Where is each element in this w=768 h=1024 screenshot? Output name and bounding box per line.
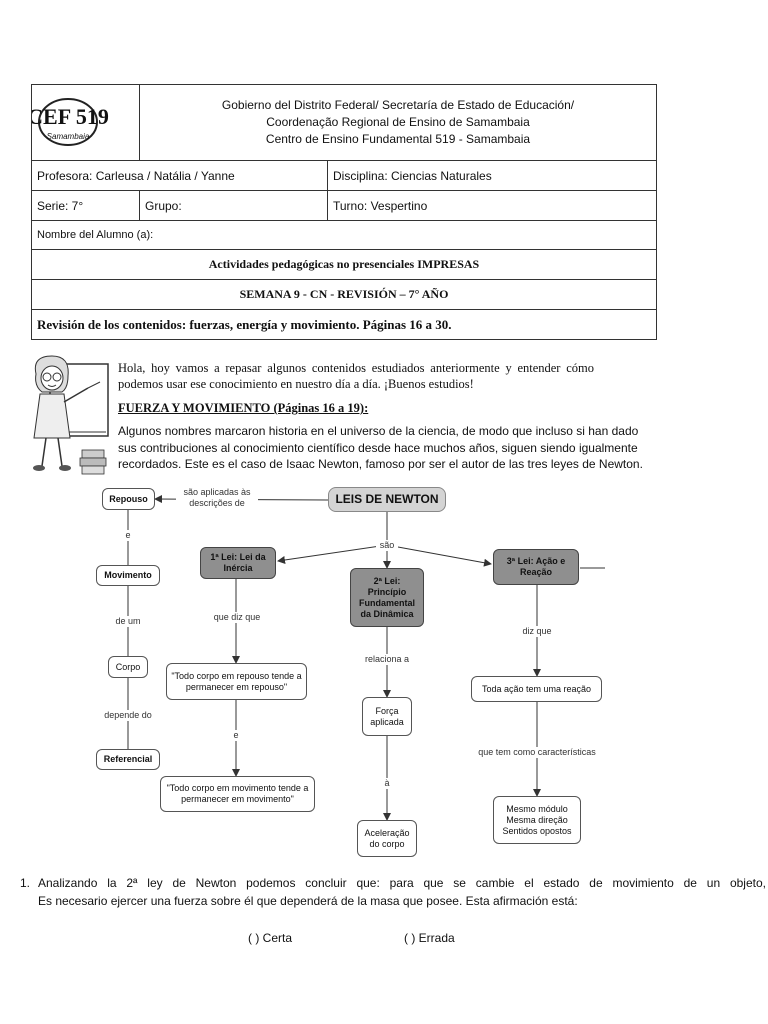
intro-greeting: Hola, hoy vamos a repasar algunos conten…: [118, 361, 594, 391]
label-relaciona: relaciona a: [356, 654, 418, 665]
logo-sub: Samambaia: [47, 132, 90, 141]
quote2-node: "Todo corpo em movimento tende a permane…: [160, 776, 315, 812]
series-cell: Serie: 7°: [31, 190, 140, 221]
paragraph-line: recordados. Este es el caso de Isaac New…: [118, 457, 643, 471]
institution-line: Gobierno del Distrito Federal/ Secretarí…: [221, 98, 575, 112]
aceleracao-node: Aceleração do corpo: [357, 820, 417, 857]
referencial-node: Referencial: [96, 749, 160, 770]
label-depende: depende do: [96, 710, 160, 721]
label-e-2: e: [230, 730, 242, 741]
school-logo: CEF 519 Samambaia: [27, 98, 109, 146]
map-title-node: LEIS DE NEWTON: [328, 487, 446, 512]
caracteristicas-node: Mesmo módulo Mesma direção Sentidos opos…: [493, 796, 581, 844]
question-number: 1.: [20, 876, 31, 890]
acao-node: Toda ação tem uma reação: [471, 676, 602, 702]
law1-node: 1ª Lei: Lei da Inércia: [200, 547, 276, 579]
question-line2: Es necesario ejercer una fuerza sobre él…: [38, 894, 578, 908]
option-certa[interactable]: ( ) Certa: [248, 931, 293, 945]
question-line1: Analizando la 2ª ley de Newton podemos c…: [38, 876, 766, 890]
corpo-node: Corpo: [108, 656, 148, 678]
label-e: e: [122, 530, 134, 541]
institution-line: Centro de Ensino Fundamental 519 - Samam…: [265, 132, 531, 146]
group-cell: Grupo:: [139, 190, 328, 221]
law3-node: 3ª Lei: Ação e Reação: [493, 549, 579, 585]
header-table: CEF 519 Samambaia Gobierno del Distrito …: [27, 84, 658, 340]
teacher-illustration: [33, 355, 109, 475]
institution-line: Coordenação Regional de Ensino de Samamb…: [266, 115, 530, 129]
logo-text: CEF 519: [32, 104, 109, 129]
quote1-node: "Todo corpo em repouso tende a permanece…: [166, 663, 307, 700]
logo-cell: CEF 519 Samambaia: [27, 84, 140, 161]
label-diz-que-3: diz que: [515, 626, 559, 637]
label-caracteristicas: que tem como características: [470, 747, 604, 758]
law2-node: 2ª Lei: Princípio Fundamental da Dinâmic…: [350, 568, 424, 627]
forca-node: Força aplicada: [362, 697, 412, 736]
intro-paragraph: Algunos nombres marcaron historia en el …: [118, 423, 678, 473]
label-diz-que-1: que diz que: [206, 612, 268, 623]
movimento-node: Movimento: [96, 565, 160, 586]
review-cell: Revisión de los contenidos: fuerzas, ene…: [30, 309, 658, 340]
shift-cell: Turno: Vespertino: [326, 190, 658, 221]
paragraph-line: Algunos nombres marcaron historia en el …: [118, 424, 639, 438]
section-title: FUERZA Y MOVIMIENTO (Páginas 16 a 19):: [118, 401, 369, 415]
activities-cell: Actividades pedagógicas no presenciales …: [30, 249, 658, 280]
label-sao: são: [376, 540, 398, 551]
option-errada[interactable]: ( ) Errada: [404, 931, 455, 945]
repouso-node: Repouso: [102, 488, 155, 510]
label-aplicadas: são aplicadas às descrições de: [176, 487, 258, 509]
discipline-cell: Disciplina: Ciencias Naturales: [326, 160, 658, 191]
institution-cell: Gobierno del Distrito Federal/ Secretarí…: [138, 84, 658, 161]
teacher-cell: Profesora: Carleusa / Natália / Yanne: [31, 160, 328, 191]
label-de-um: de um: [108, 616, 148, 627]
paragraph-line: sus contribuciones al conocimiento cient…: [118, 440, 638, 455]
label-a: à: [380, 778, 394, 789]
